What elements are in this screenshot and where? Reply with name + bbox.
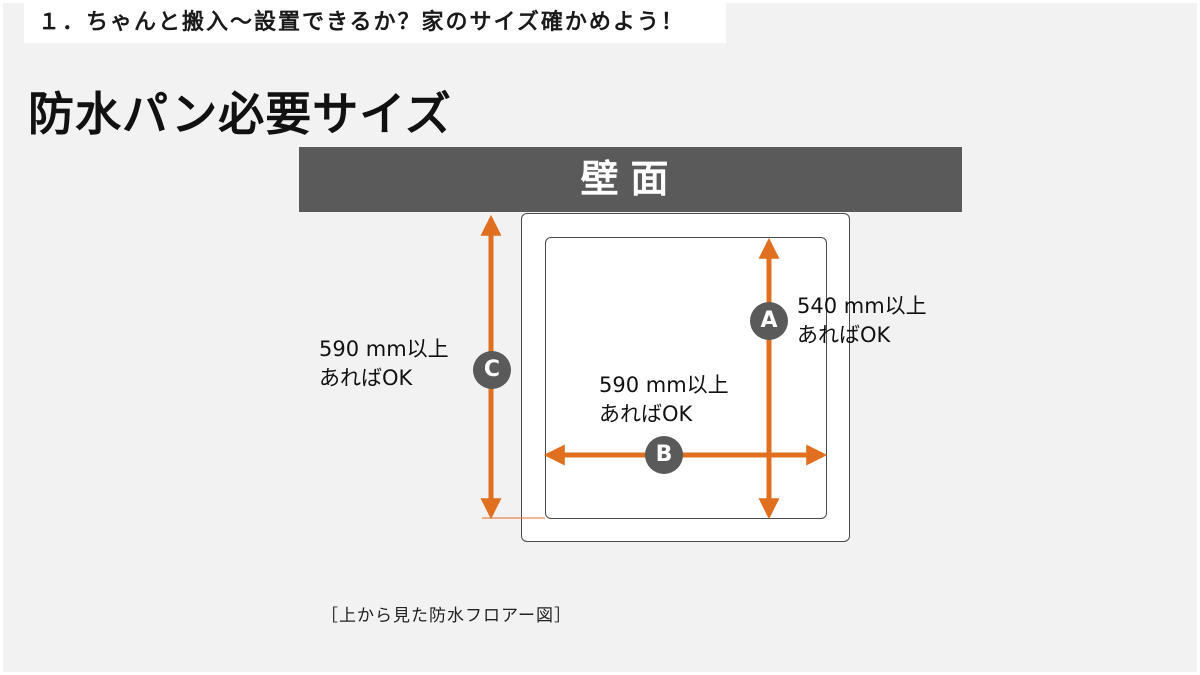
label-c: 590 mm以上 あればOK (319, 335, 449, 393)
floor-pan-inner (545, 237, 827, 519)
badge-c: C (473, 351, 511, 389)
diagram-caption: ［上から見た防水フロアー図］ (321, 606, 572, 626)
label-b: 590 mm以上 あればOK (599, 371, 729, 429)
page-title: 防水パン必要サイズ (28, 87, 452, 141)
badge-a: A (750, 302, 788, 340)
label-b-ok: あればOK (599, 402, 693, 426)
label-c-ok: あればOK (319, 366, 413, 390)
label-a-size: 540 mm以上 (797, 294, 927, 318)
label-a: 540 mm以上 あればOK (797, 292, 927, 350)
label-a-ok: あればOK (797, 323, 891, 347)
label-b-size: 590 mm以上 (599, 373, 729, 397)
badge-b: B (645, 436, 683, 474)
wall-label: 壁面 (299, 147, 962, 212)
section-header: １．ちゃんと搬入～設置できるか？家のサイズ確かめよう！ (24, 3, 726, 43)
label-c-size: 590 mm以上 (319, 337, 449, 361)
